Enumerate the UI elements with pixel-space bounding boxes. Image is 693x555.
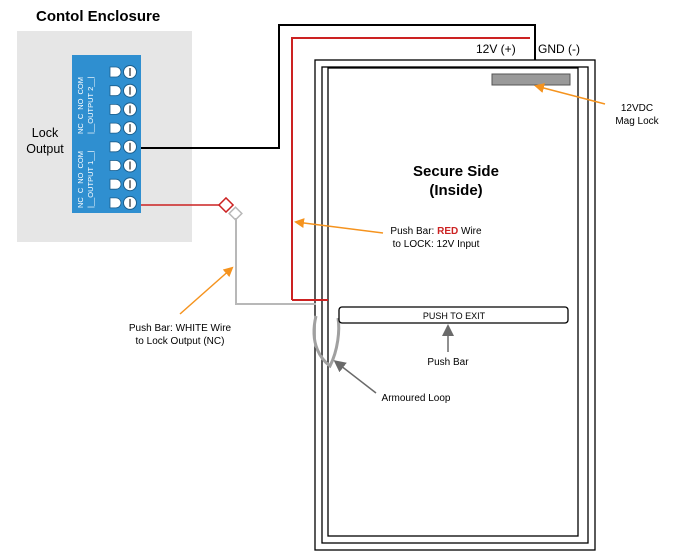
- mag-lock-callout-arrow: [534, 83, 606, 105]
- output-2-nc-label: NCCNOCOM |__OUTPUT 2__|: [76, 76, 95, 134]
- mag-lock-callout-line1: 12VDC: [621, 103, 653, 114]
- secure-side-subtitle: (Inside): [429, 182, 482, 199]
- output-2-name: |__OUTPUT 2__|: [86, 76, 95, 134]
- output-2-pin-labels: NCCNOCOM: [76, 77, 85, 134]
- terminal-tab: [109, 141, 122, 153]
- terminal-tab: [109, 104, 122, 115]
- white-splice-connector: [228, 206, 243, 221]
- terminal-screws: [109, 65, 137, 210]
- door-frame-inner: [321, 66, 589, 544]
- white-nc-wire: [235, 218, 316, 305]
- lock-output-label-line2: Output: [26, 142, 64, 156]
- push-bar-text: PUSH TO EXIT: [423, 311, 486, 321]
- black-gnd-wire: [141, 24, 536, 149]
- lock-output-label-line1: Lock: [32, 126, 59, 140]
- red-wire-callout-arrow: [294, 218, 384, 234]
- push-bar-callout: Push Bar: [427, 357, 469, 368]
- white-wire-callout-line2: to Lock Output (NC): [136, 336, 225, 347]
- output-1-labels: NCCNOCOM |__OUTPUT 1__|: [76, 150, 95, 208]
- 12v-label: 12V (+): [476, 42, 516, 56]
- terminal-tab: [109, 66, 122, 78]
- secure-side-title: Secure Side: [413, 163, 499, 180]
- red-splice-connector: [217, 196, 235, 214]
- terminal-tab: [109, 85, 122, 97]
- white-wire-callout-line1: Push Bar: WHITE Wire: [129, 323, 232, 334]
- mag-lock-callout-line2: Mag Lock: [615, 116, 659, 127]
- diagram-title: Contol Enclosure: [36, 8, 160, 25]
- armoured-loop: [312, 315, 341, 369]
- terminal-tab: [109, 197, 122, 209]
- mag-lock: [491, 73, 571, 86]
- terminal-block: [72, 55, 141, 213]
- output-1-pin-labels: NCCNOCOM: [76, 151, 85, 208]
- terminal-tab: [109, 160, 122, 171]
- terminal-tab: [109, 122, 122, 134]
- armoured-loop-callout-arrow: [333, 360, 377, 394]
- push-bar: [338, 306, 569, 324]
- armoured-loop-callout: Armoured Loop: [382, 393, 451, 404]
- red-12v-wire: [291, 37, 530, 300]
- door: [327, 67, 579, 537]
- white-wire-callout-arrow: [179, 266, 234, 315]
- output-1-name: |__OUTPUT 1__|: [86, 150, 95, 208]
- red-wire-callout-line2: to LOCK: 12V Input: [393, 239, 480, 250]
- red-wire-callout-line1: Push Bar: RED Wire: [390, 226, 482, 237]
- gnd-label: GND (-): [538, 42, 580, 56]
- terminal-tab: [109, 178, 122, 190]
